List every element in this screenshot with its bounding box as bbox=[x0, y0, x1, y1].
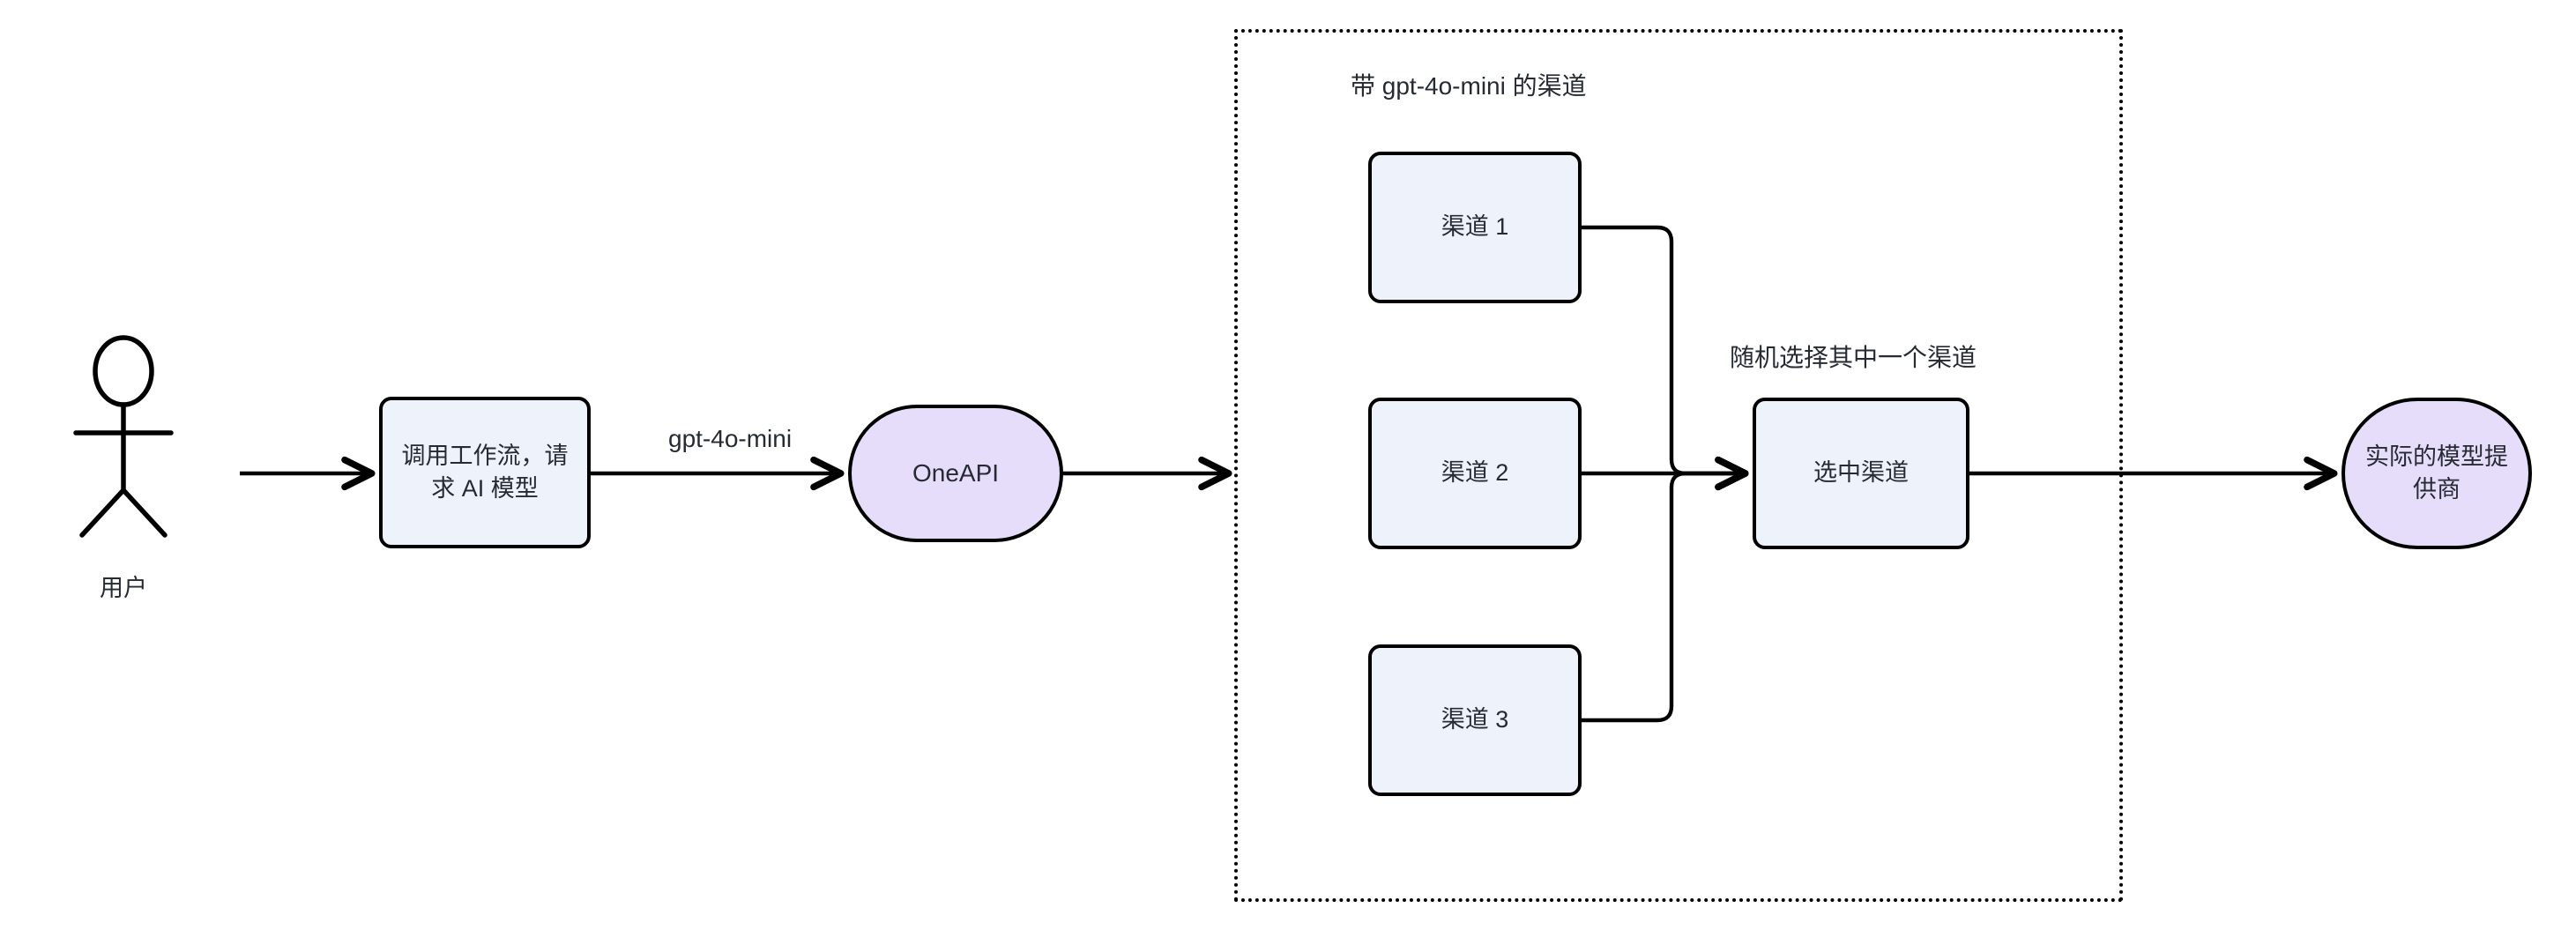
stick-figure-icon bbox=[73, 335, 174, 538]
edge-label-gpt-4o-mini: gpt-4o-mini bbox=[663, 425, 798, 453]
actor-right-leg-icon bbox=[121, 488, 168, 538]
subgraph-gpt4o-mini-channels bbox=[1234, 29, 2123, 902]
node-provider-label: 实际的模型提 供商 bbox=[2365, 443, 2508, 502]
node-channel-2-label: 渠道 2 bbox=[1441, 459, 1509, 487]
node-selected-channel[interactable]: 选中渠道 bbox=[1753, 398, 1969, 549]
user-actor bbox=[62, 333, 185, 549]
node-selected-channel-label: 选中渠道 bbox=[1813, 459, 1909, 487]
node-channel-3-label: 渠道 3 bbox=[1441, 706, 1509, 733]
node-channel-1-label: 渠道 1 bbox=[1441, 213, 1509, 241]
actor-left-leg-icon bbox=[79, 488, 126, 538]
node-provider[interactable]: 实际的模型提 供商 bbox=[2341, 398, 2532, 549]
subgraph-title: 带 gpt-4o-mini 的渠道 bbox=[1351, 72, 1587, 100]
node-channel-2[interactable]: 渠道 2 bbox=[1368, 398, 1582, 549]
node-channel-1[interactable]: 渠道 1 bbox=[1368, 152, 1582, 303]
user-actor-label: 用户 bbox=[100, 575, 147, 601]
node-channel-3[interactable]: 渠道 3 bbox=[1368, 644, 1582, 796]
node-oneapi[interactable]: OneAPI bbox=[848, 405, 1063, 542]
actor-head-icon bbox=[93, 335, 154, 407]
node-workflow[interactable]: 调用工作流，请 求 AI 模型 bbox=[379, 397, 591, 548]
node-workflow-label: 调用工作流，请 求 AI 模型 bbox=[401, 442, 569, 502]
annotation-random-pick: 随机选择其中一个渠道 bbox=[1730, 344, 1977, 371]
node-oneapi-label: OneAPI bbox=[912, 458, 1000, 487]
